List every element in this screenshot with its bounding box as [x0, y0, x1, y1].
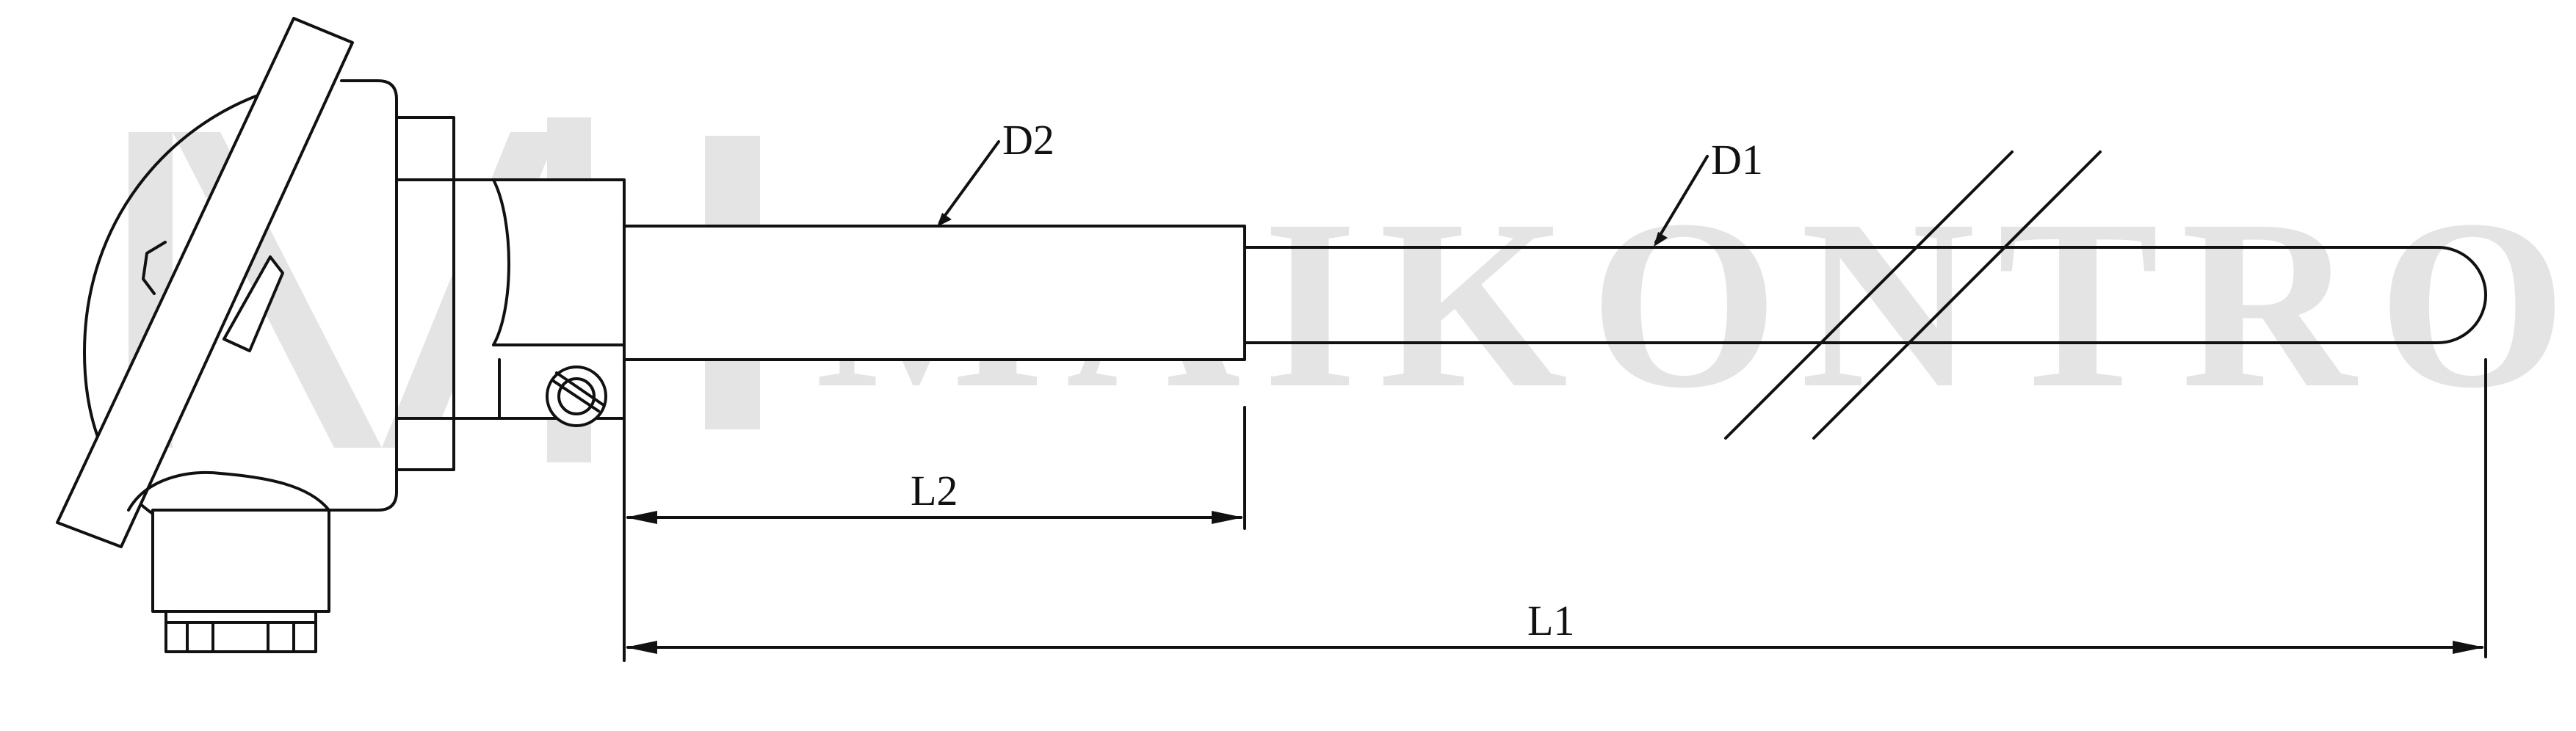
head-body [167, 79, 398, 512]
lid-clip [222, 255, 284, 352]
d2-leader [938, 140, 1000, 224]
label-d1: D1 [1711, 136, 1763, 183]
l2-arrow-left-icon [626, 511, 657, 524]
l1-arrow-left-icon [626, 641, 657, 654]
clamp-screw-icon [546, 366, 607, 427]
sheath-d2 [623, 225, 1246, 361]
head-bottom-block [395, 417, 455, 471]
break-lines [1724, 150, 2102, 440]
dimension-l2 [623, 399, 1246, 530]
watermark-logo: MAIKONTROL [129, 117, 2576, 462]
d2-leader-arrow-icon [937, 213, 952, 227]
lid-hinge [142, 241, 167, 295]
head-lid [56, 17, 354, 548]
label-d2: D2 [1002, 116, 1054, 164]
dimension-l1 [623, 358, 2487, 662]
d1-leader-arrow-icon [1654, 232, 1668, 247]
probe-d1 [1243, 246, 2487, 344]
label-l2: L2 [911, 467, 958, 514]
cable-gland [127, 470, 330, 653]
gland-dome [127, 470, 330, 512]
neck-curve [492, 178, 510, 346]
gland-body [151, 509, 330, 613]
gland-nut [164, 610, 317, 653]
d1-leader [1654, 155, 1709, 244]
head-top-block [395, 116, 455, 181]
l2-arrow-right-icon [1212, 511, 1243, 524]
l1-arrow-right-icon [2453, 641, 2484, 654]
label-l1: L1 [1527, 597, 1574, 644]
